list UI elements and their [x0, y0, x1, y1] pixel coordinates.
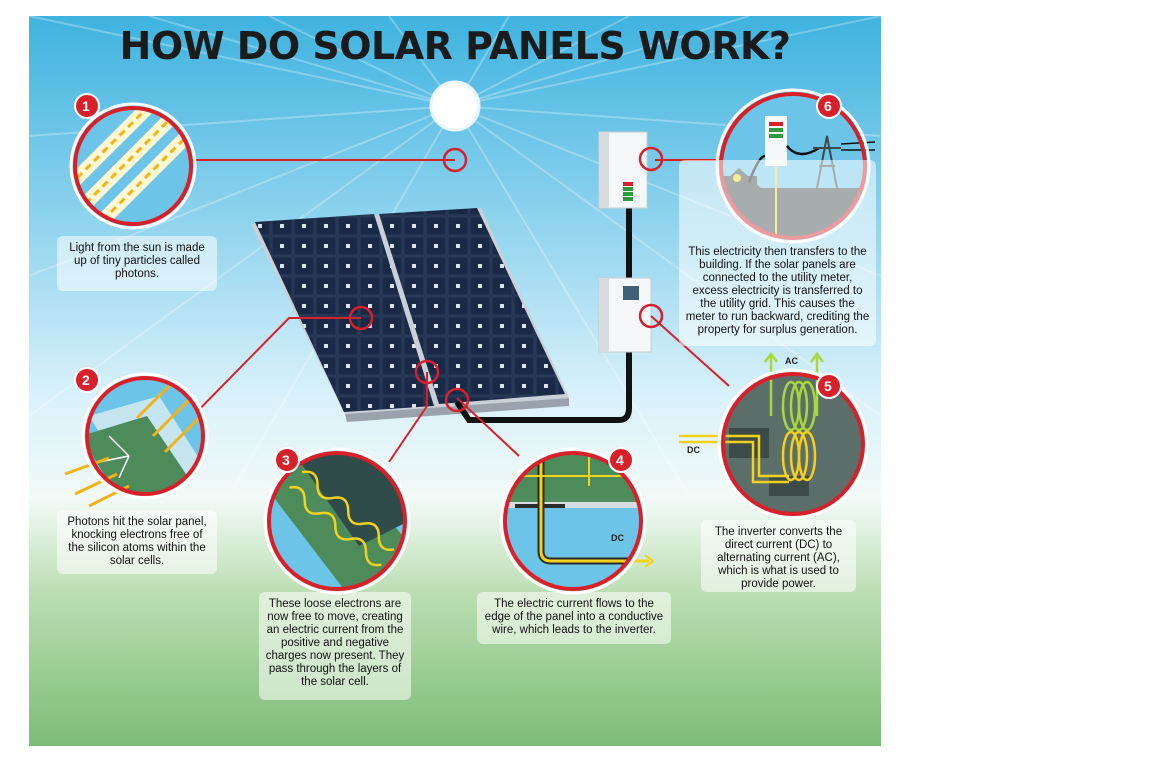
inverter-detail-icon: AC DC	[679, 351, 869, 520]
step-2-caption: Photons hit the solar panel, knocking el…	[57, 510, 217, 574]
step-3-caption: These loose electrons are now free to mo…	[259, 592, 411, 700]
sun-icon	[429, 80, 481, 132]
utility-meter-icon	[598, 131, 648, 209]
infographic-title: HOW DO SOLAR PANELS WORK?	[119, 24, 791, 68]
step-1-number: 1	[82, 98, 90, 114]
svg-text:AC: AC	[785, 356, 798, 366]
solar-panel-icon	[251, 208, 569, 422]
step-4-caption: The electric current flows to the edge o…	[477, 592, 671, 644]
step-6-caption: This electricity then transfers to the b…	[679, 160, 876, 346]
infographic-poster: DC AC DC	[29, 16, 881, 746]
step-2-number: 2	[82, 372, 90, 388]
step-number-badges	[74, 93, 842, 473]
step-1-caption: Light from the sun is made up of tiny pa…	[57, 236, 217, 291]
step-3-number: 3	[282, 452, 290, 468]
inverter-icon	[598, 277, 652, 353]
svg-text:DC: DC	[611, 533, 624, 543]
photons-hit-panel-detail-icon	[64, 372, 209, 508]
photons-detail-icon	[69, 102, 197, 230]
infographic-artwork: DC AC DC	[29, 16, 881, 595]
step-4-number: 4	[616, 452, 624, 468]
step-6-number: 6	[824, 98, 832, 114]
step-5-number: 5	[824, 378, 832, 394]
svg-text:DC: DC	[687, 445, 700, 455]
step-5-caption: The inverter converts the direct current…	[701, 520, 856, 592]
